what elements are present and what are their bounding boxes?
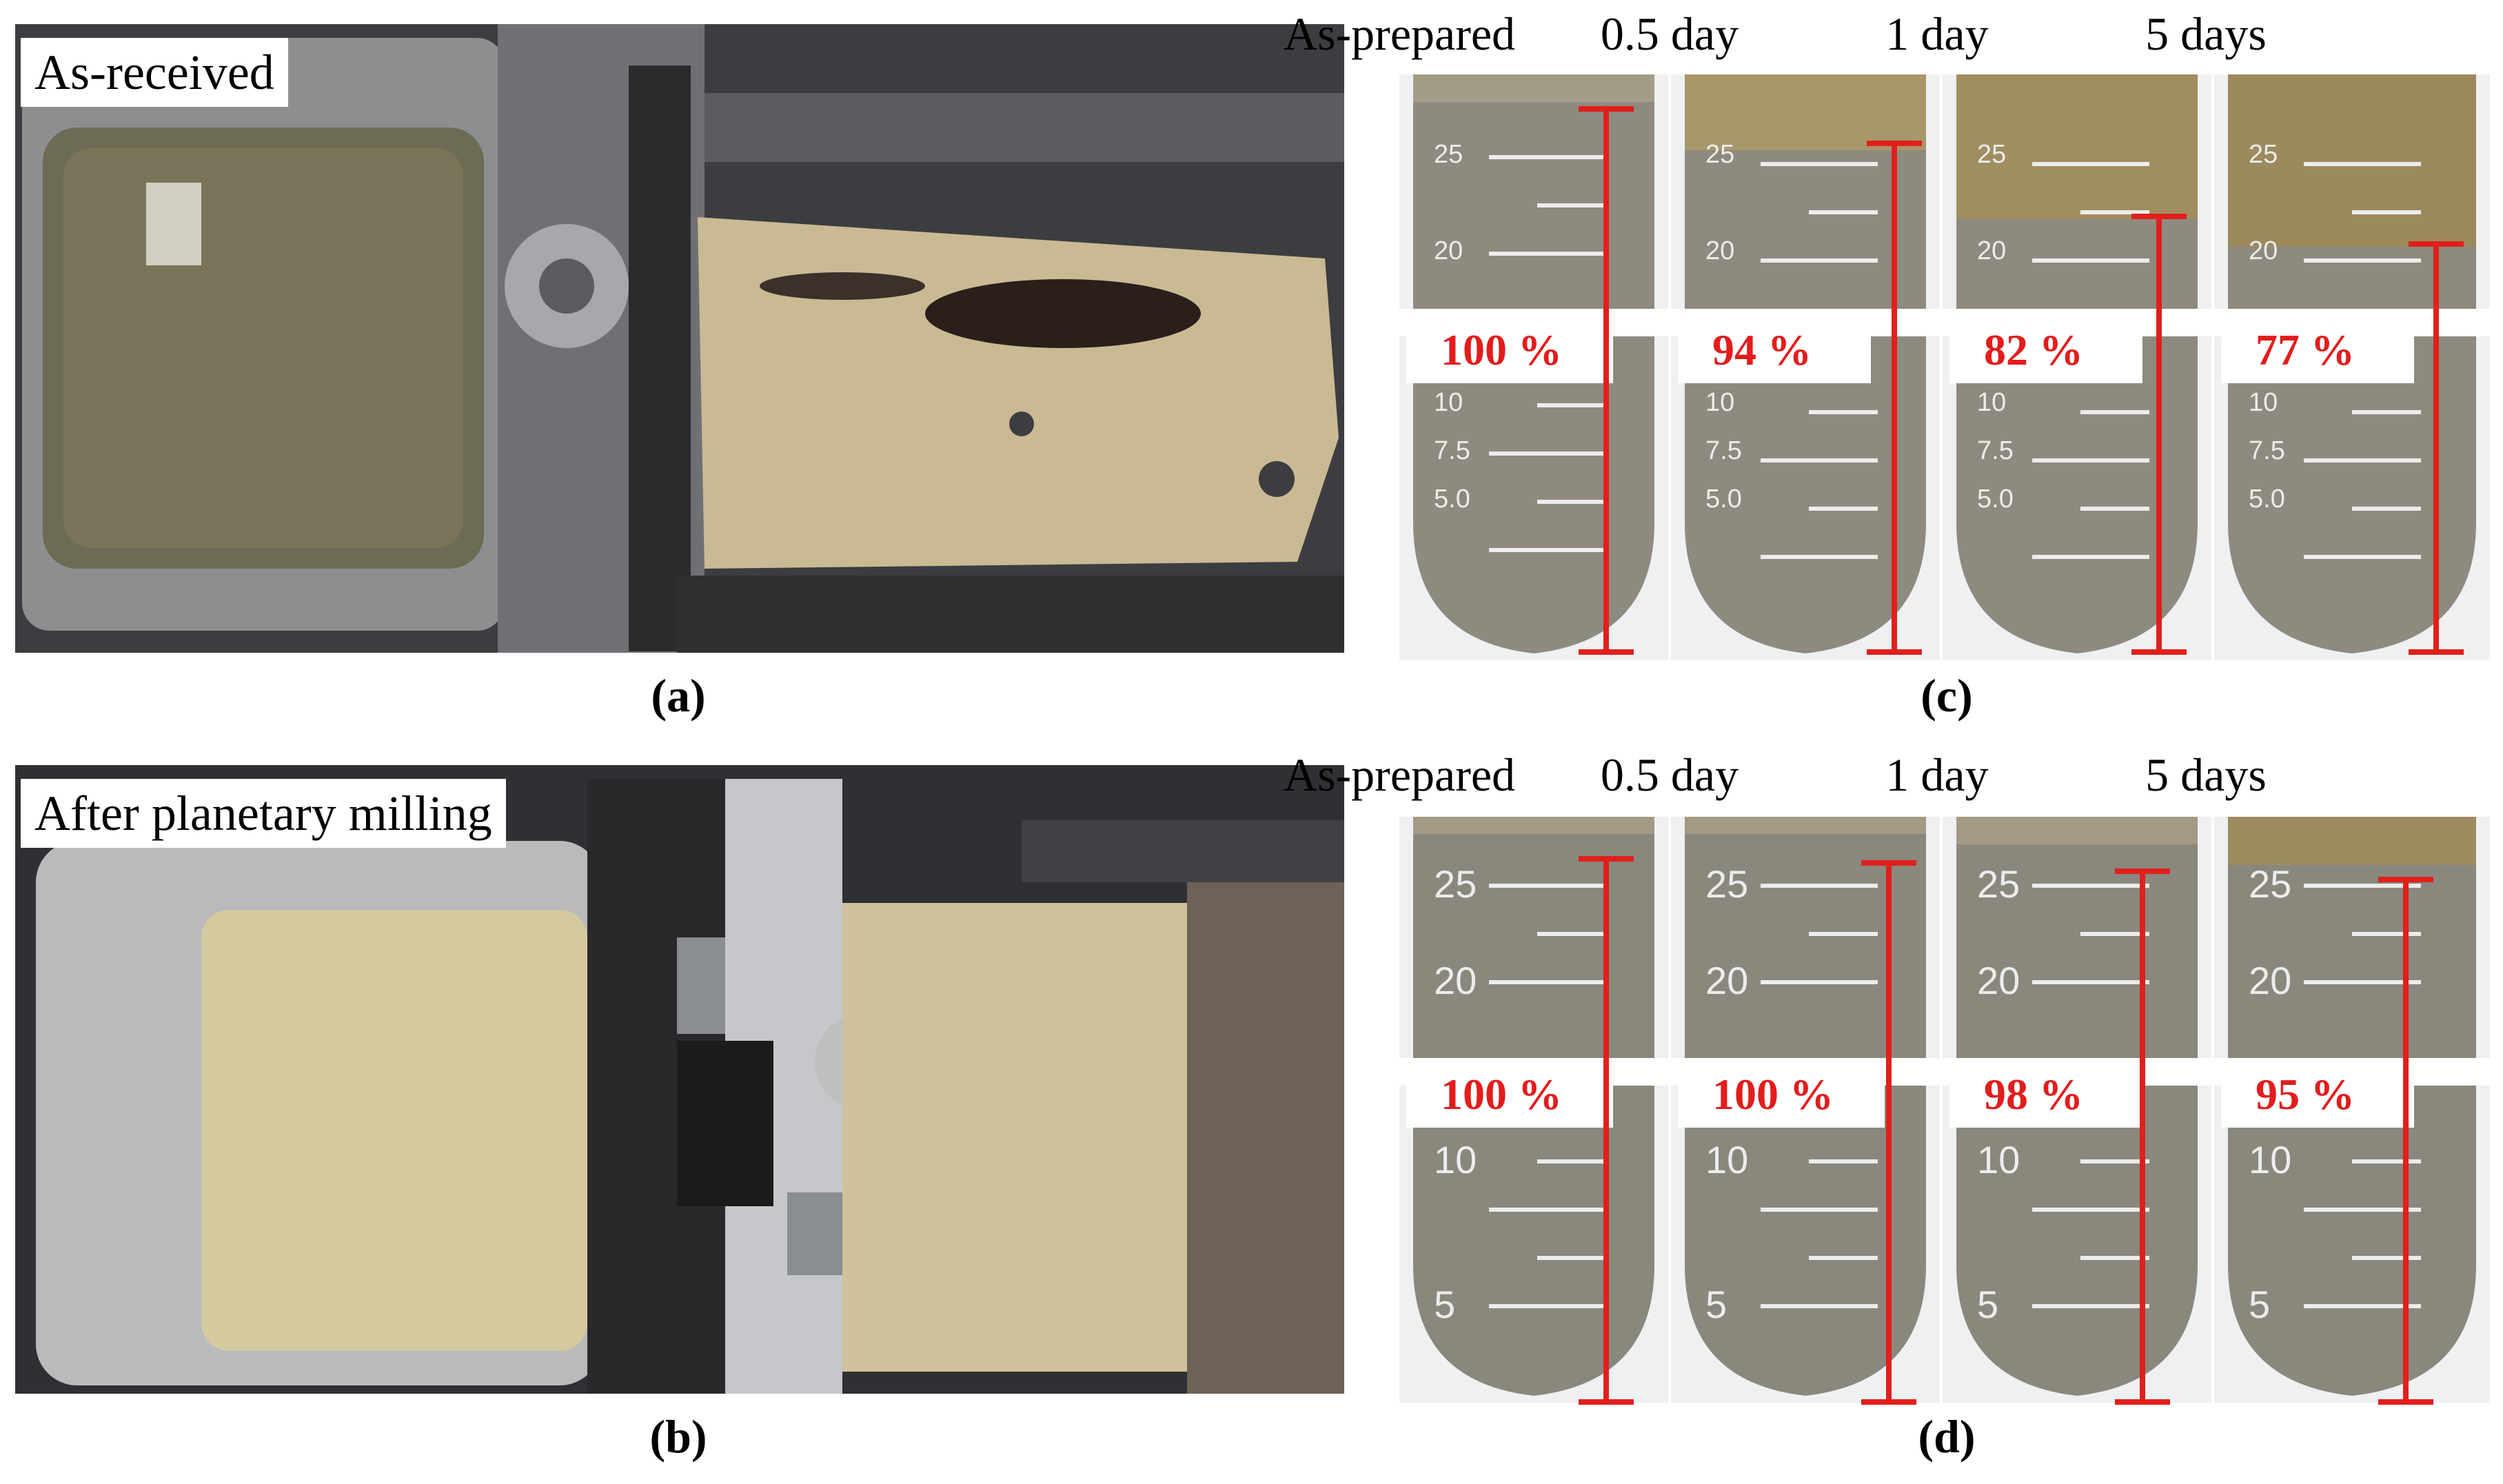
graduation-label: 10: [2249, 1138, 2292, 1181]
percent-d-3: 95 %: [2221, 1061, 2414, 1128]
label-as-received: As-received: [21, 38, 288, 107]
col-head-c-1: 0.5 day: [1600, 8, 1739, 60]
col-head-d-2: 1 day: [1885, 749, 1989, 801]
percent-d-0: 100 %: [1406, 1061, 1613, 1128]
graduation-label: 7.5: [1705, 436, 1742, 465]
graduation-label: 25: [2249, 862, 2292, 906]
graduation-label: 5.0: [1705, 485, 1742, 514]
graduation-label: 20: [1977, 236, 2007, 265]
graduation-label: 5: [2249, 1283, 2271, 1326]
col-head-c-0: As-prepared: [1283, 8, 1516, 60]
graduation-label: 25: [1705, 140, 1735, 169]
graduation-label: 25: [1434, 862, 1477, 906]
graduation-label: 5.0: [2249, 485, 2285, 514]
percent-d-1: 100 %: [1678, 1061, 1885, 1128]
graduation-label: 25: [1434, 140, 1463, 169]
panel-letter-c: (c): [1921, 669, 1973, 722]
graduation-label: 10: [1434, 388, 1463, 417]
graduation-label: 25: [1977, 862, 2020, 906]
percent-d-2: 98 %: [1949, 1061, 2142, 1128]
col-head-c-2: 1 day: [1885, 8, 1989, 60]
graduation-label: 10: [1434, 1138, 1477, 1181]
panel-letter-a: (a): [651, 669, 706, 722]
graduation-label: 10: [1705, 388, 1735, 417]
label-after-milling: After planetary milling: [21, 779, 506, 848]
graduation-label: 20: [1434, 959, 1477, 1002]
photo-as-received: As-received: [15, 24, 1344, 653]
graduation-label: 7.5: [1434, 436, 1470, 465]
percent-c-2: 82 %: [1949, 317, 2142, 383]
graduation-label: 20: [1705, 236, 1735, 265]
graduation-label: 5: [1705, 1283, 1727, 1326]
graduation-label: 10: [2249, 388, 2278, 417]
col-head-d-0: As-prepared: [1283, 749, 1516, 801]
graduation-label: 5: [1977, 1283, 1999, 1326]
col-head-d-1: 0.5 day: [1600, 749, 1739, 801]
percent-c-0: 100 %: [1406, 317, 1613, 383]
photo-after-milling: After planetary milling: [15, 765, 1344, 1394]
graduation-label: 5.0: [1434, 485, 1470, 514]
graduation-label: 10: [1705, 1138, 1749, 1181]
graduation-label: 10: [1977, 1138, 2020, 1181]
graduation-label: 10: [1977, 388, 2007, 417]
panel-letter-d: (d): [1918, 1410, 1976, 1463]
graduation-label: 20: [2249, 959, 2292, 1002]
col-head-c-3: 5 days: [2145, 8, 2267, 60]
percent-c-3: 77 %: [2221, 317, 2414, 383]
col-head-d-3: 5 days: [2145, 749, 2267, 801]
graduation-label: 20: [1434, 236, 1463, 265]
graduation-label: 25: [1977, 140, 2007, 169]
graduation-label: 20: [1705, 959, 1749, 1002]
graduation-label: 20: [1977, 959, 2020, 1002]
graduation-label: 7.5: [1977, 436, 2014, 465]
graduation-label: 5: [1434, 1283, 1456, 1326]
graduation-label: 25: [1705, 862, 1749, 906]
graduation-label: 20: [2249, 236, 2278, 265]
percent-c-1: 94 %: [1678, 317, 1871, 383]
graduation-label: 7.5: [2249, 436, 2285, 465]
graduation-label: 5.0: [1977, 485, 2014, 514]
panel-letter-b: (b): [649, 1410, 707, 1463]
graduation-label: 25: [2249, 140, 2278, 169]
